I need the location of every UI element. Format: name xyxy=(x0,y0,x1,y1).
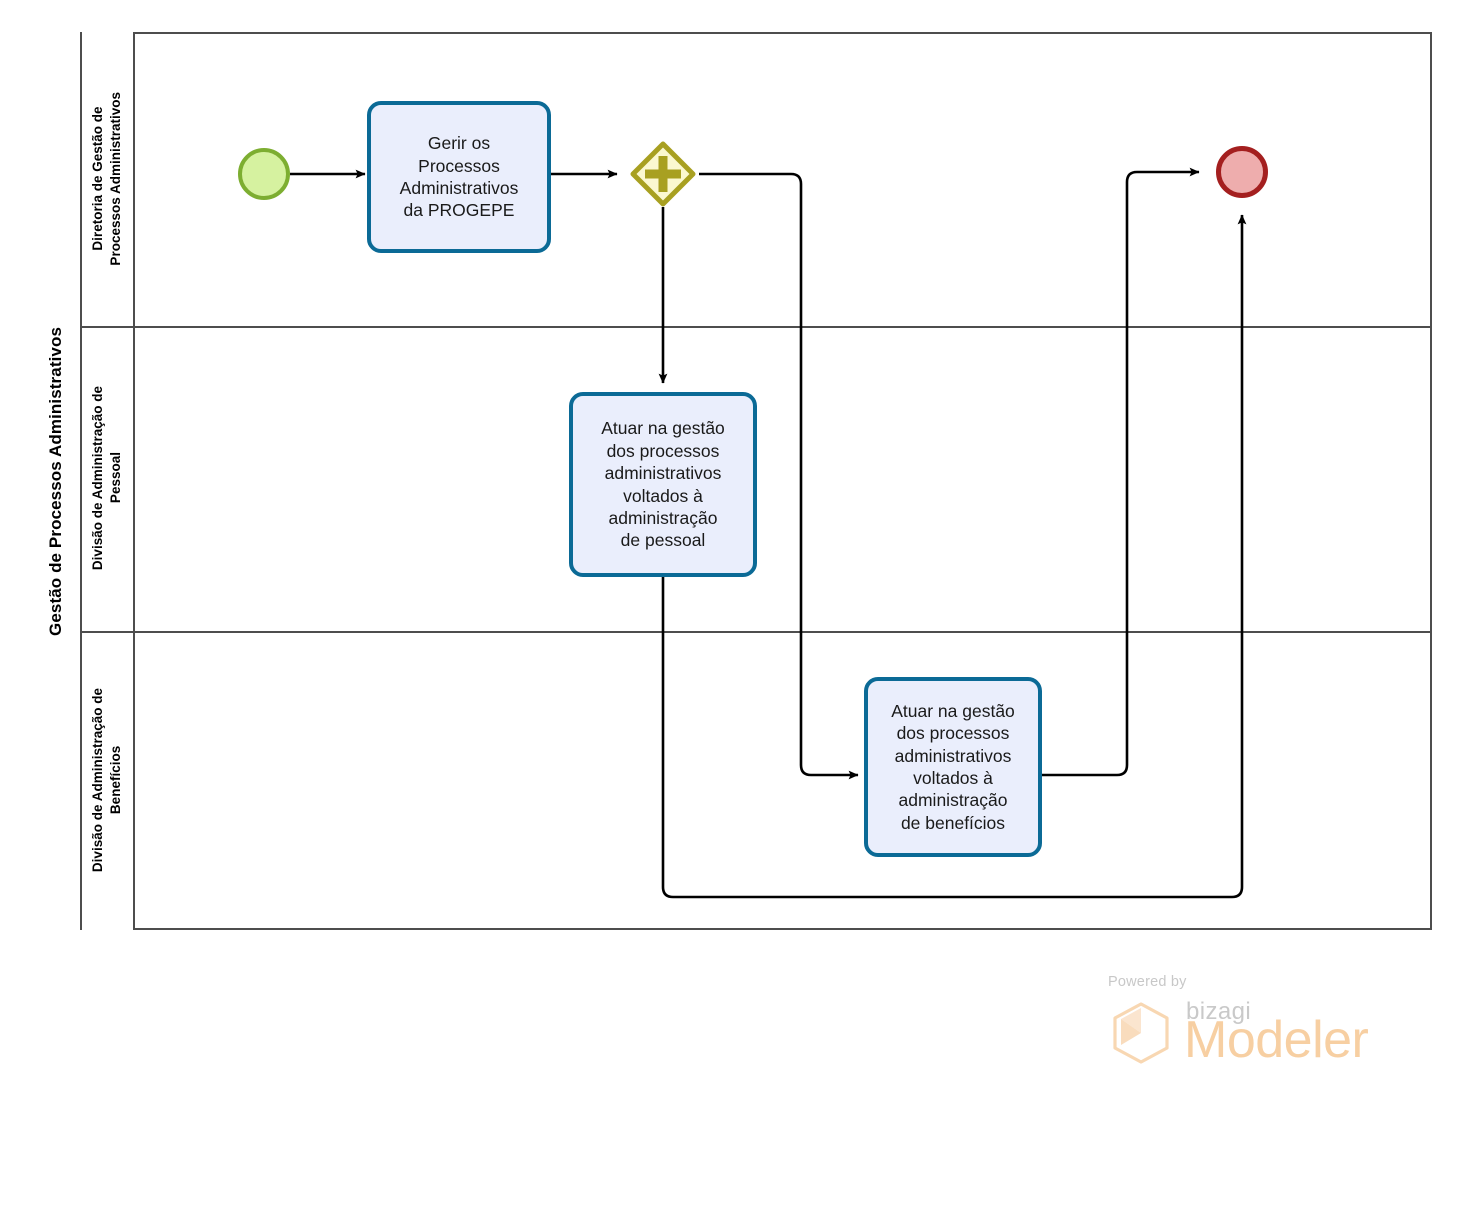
start-event[interactable] xyxy=(238,148,290,200)
bizagi-product-text: Modeler xyxy=(1184,1011,1369,1069)
end-event[interactable] xyxy=(1216,146,1268,198)
parallel-gateway[interactable] xyxy=(630,141,696,207)
lane-header-pessoal[interactable]: Divisão de Administração de Pessoal xyxy=(82,326,135,631)
plus-icon xyxy=(645,156,681,192)
lane-header-beneficios[interactable]: Divisão de Administração de Benefícios xyxy=(82,631,135,930)
pool-label: Gestão de Processos Administrativos xyxy=(32,32,82,930)
lane-header-diretoria[interactable]: Diretoria de Gestão de Processos Adminis… xyxy=(82,32,135,326)
lane-label-diretoria: Diretoria de Gestão de Processos Adminis… xyxy=(90,92,124,266)
lane-label-beneficios: Divisão de Administração de Benefícios xyxy=(90,688,124,873)
task-gerir-processos[interactable]: Gerir os Processos Administrativos da PR… xyxy=(367,101,551,253)
task-gestao-pessoal[interactable]: Atuar na gestão dos processos administra… xyxy=(569,392,757,577)
bizagi-brand-text: bizagi xyxy=(1186,998,1252,1025)
bizagi-footer: Powered by bizagi Modeler xyxy=(1104,974,1369,1070)
lane-divider-1 xyxy=(82,326,1430,328)
task-gestao-beneficios[interactable]: Atuar na gestão dos processos administra… xyxy=(864,677,1042,857)
pool-label-text: Gestão de Processos Administrativos xyxy=(46,326,65,636)
bizagi-logo-icon xyxy=(1108,1000,1174,1066)
lane-label-pessoal: Divisão de Administração de Pessoal xyxy=(90,386,124,571)
powered-by-label: Powered by xyxy=(1108,974,1187,990)
lane-divider-2 xyxy=(82,631,1430,633)
